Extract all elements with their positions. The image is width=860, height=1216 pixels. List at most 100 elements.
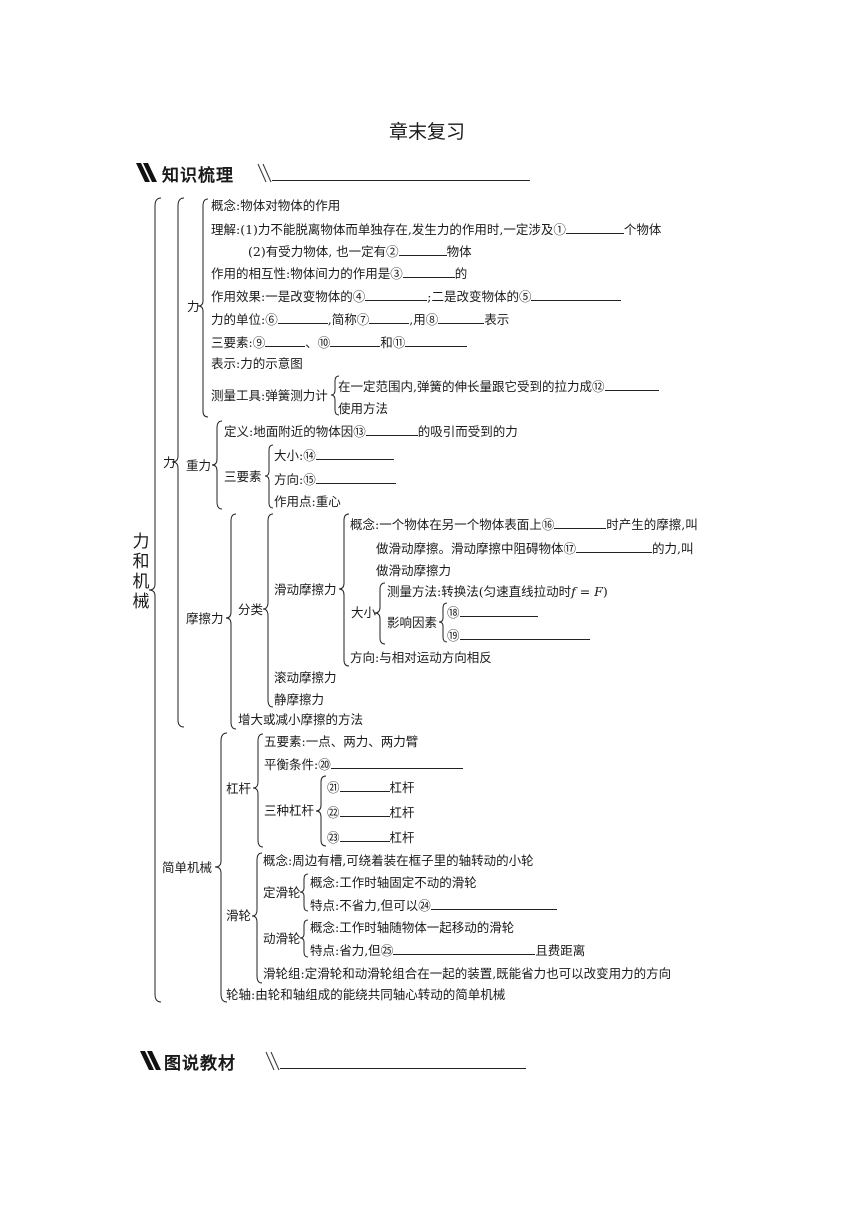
fill-blank[interactable] [330,333,381,347]
slash-mark-icon [265,1051,280,1071]
fill-blank[interactable] [459,603,538,617]
text: 的吸引而受到的力 [417,424,518,439]
fill-blank[interactable] [393,941,536,955]
li-lijie-1: 理解:(1)力不能脱离物体而单独存在,发生力的作用时,一定涉及① 个物体 [211,220,661,238]
blank-number: ⑨ [252,335,266,350]
root-char: 械 [132,592,150,612]
text: (2)有受力物体, 也一定有 [248,244,387,259]
fill-blank[interactable] [339,803,390,817]
jixie-pingheng: 平衡条件:⑳ [264,755,463,773]
fill-blank[interactable] [315,470,396,484]
dong-gainian: 概念:工作时轴随物体一起移动的滑轮 [310,920,515,935]
moca-celiang: 测量方法:转换法(匀速直线拉动时f = F) [387,584,608,600]
fill-blank[interactable] [554,515,607,529]
blank-number: ⑪ [392,335,406,350]
fill-blank[interactable] [365,287,428,301]
text: 个物体 [623,222,662,237]
blank-number: ⑫ [591,379,605,394]
blank-number: ⑩ [317,335,331,350]
fill-blank[interactable] [398,242,447,256]
text: 力的单位: [211,312,266,327]
node-jiandanjixie: 简单机械 [162,860,213,875]
moca-huadong: 滑动摩擦力 [274,582,337,597]
fill-blank[interactable] [430,896,557,910]
blank-number: ⑥ [265,312,278,327]
text: 杠杆 [389,780,415,795]
fill-blank[interactable] [576,539,653,553]
slash-mark-icon [140,1051,161,1070]
text: 平衡条件: [264,757,319,772]
node-li: 力 [163,455,176,470]
blank-number: ⑧ [425,312,439,327]
slash-mark-icon [136,163,157,182]
fill-blank[interactable] [315,446,394,460]
moca-fangxiang: 方向:与相对运动方向相反 [350,650,492,665]
jixie-wuyaosu: 五要素:一点、两力、两力臂 [264,734,419,749]
section-title: 图说教材 [164,1054,236,1074]
li-celiang: 测量工具:弹簧测力计 [211,388,328,403]
jixie-ganggan: 杠杆 [226,781,252,796]
li-biaoshi: 表示:力的示意图 [211,356,303,371]
fill-blank[interactable] [402,264,455,278]
fill-blank[interactable] [405,333,468,347]
node-moca: 摩擦力 [186,611,224,626]
zhongli-fangxiang: 方向:⑮ [274,470,396,488]
fill-blank[interactable] [459,626,590,640]
formula: f = F [571,584,603,599]
fill-blank[interactable] [531,287,622,301]
hualun-ding: 定滑轮 [263,885,301,900]
moca-jing: 静摩擦力 [274,692,325,707]
text: 方向: [274,472,304,487]
moca-gundong: 滚动摩擦力 [274,670,337,685]
text: 的 [454,266,468,281]
fill-blank[interactable] [604,377,659,391]
dong-tedian: 特点:省力,但㉕ 且费距离 [310,941,585,959]
text: 时产生的摩擦,叫 [606,517,698,532]
text: 特点:省力,但 [310,943,381,958]
text: ;二是改变物体的 [427,289,519,304]
blank-number: ㉔ [418,898,431,913]
ding-tedian: 特点:不省力,但可以㉔ [310,896,557,914]
text: 表示 [484,312,510,327]
jixie-hualun: 滑轮 [226,908,252,923]
fill-blank[interactable] [265,333,306,347]
text: 作用的相互性:物体间力的作用是 [211,266,391,281]
li-xiaoguo: 作用效果:一是改变物体的④;二是改变物体的⑤ [211,287,622,305]
text: 理解:(1)力不能脱离物体而单独存在,发生力的作用时,一定涉及 [211,222,554,237]
zhongli-daxiao: 大小:⑭ [274,446,394,464]
text: 特点:不省力,但可以 [310,898,419,913]
moca-daxiao: 大小 [351,605,377,620]
root-char: 机 [132,572,150,592]
fill-blank[interactable] [339,828,390,842]
jixie-lunzhou: 轮轴:由轮和轴组成的能绕共同轴心转动的简单机械 [226,987,506,1002]
blank-number: ㉕ [380,943,394,958]
blank-number: ④ [352,289,366,304]
fill-blank[interactable] [277,310,328,324]
fill-blank[interactable] [369,310,410,324]
text: 物体 [446,244,472,259]
text: 且费距离 [535,943,586,958]
fill-blank[interactable] [438,310,485,324]
fill-blank[interactable] [365,422,418,436]
fill-blank[interactable] [565,220,624,234]
li-celiang-1: 在一定范围内,弹簧的伸长量跟它受到的拉力成⑫ [338,377,659,395]
hualun-gainian: 概念:周边有槽,可绕着装在框子里的轴转动的小轮 [263,853,534,868]
page-title: 章末复习 [389,121,466,143]
zhongli-zuoyongdian: 作用点:重心 [274,494,341,509]
moca-yingxiang: 影响因素 [387,615,438,630]
text: 的力,叫 [652,541,694,556]
fill-blank[interactable] [330,755,463,769]
blank-number: ⑬ [353,424,366,439]
li-celiang-2: 使用方法 [338,401,389,416]
blank-number: ① [553,222,566,237]
moca-zengda: 增大或减小摩擦的方法 [238,712,364,727]
fill-blank[interactable] [339,778,390,792]
